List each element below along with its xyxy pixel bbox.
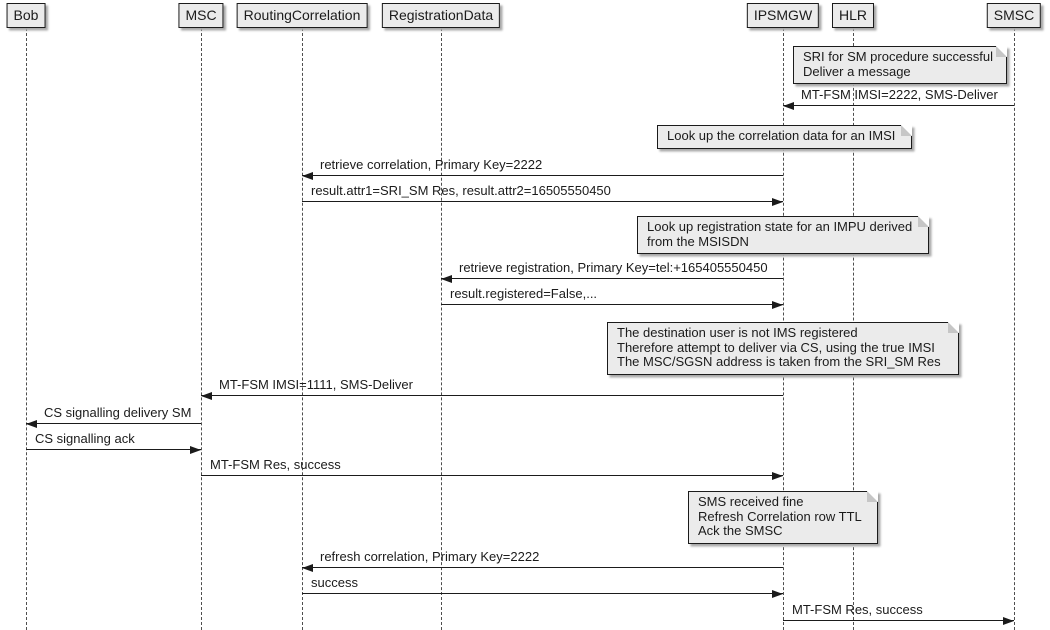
message-line xyxy=(201,395,783,396)
note-text-line: Deliver a message xyxy=(803,63,911,79)
note-text-line: from the MSISDN xyxy=(647,233,749,249)
message-label: result.attr1=SRI_SM Res, result.attr2=16… xyxy=(311,183,611,198)
note: The destination user is not IMS register… xyxy=(607,322,959,375)
note: Look up registration state for an IMPU d… xyxy=(637,216,929,254)
message-label: MT-FSM IMSI=2222, SMS-Deliver xyxy=(801,87,998,102)
message-label: CS signalling delivery SM xyxy=(44,405,192,420)
participant-label: IPSMGW xyxy=(753,7,813,23)
participant-label: SMSC xyxy=(993,7,1035,23)
arrowhead-icon xyxy=(783,101,794,110)
lifeline-registrationdata xyxy=(441,28,442,630)
arrowhead-icon xyxy=(772,471,783,480)
lifeline-routingcorrelation xyxy=(302,28,303,630)
participant-msc: MSC xyxy=(178,3,224,28)
arrowhead-icon xyxy=(772,300,783,309)
arrowhead-icon xyxy=(201,391,212,400)
note-fold-icon xyxy=(948,322,959,333)
arrowhead-icon xyxy=(441,274,452,283)
participant-smsc: SMSC xyxy=(986,3,1042,28)
message-line xyxy=(783,620,1014,621)
message-line xyxy=(441,278,783,279)
message-line xyxy=(302,593,783,594)
note-text-line: The destination user is not IMS register… xyxy=(617,325,858,340)
arrowhead-icon xyxy=(302,171,313,180)
participant-routingcorrelation: RoutingCorrelation xyxy=(236,3,368,28)
message-line xyxy=(441,304,783,305)
message-line xyxy=(302,201,783,202)
participant-label: RegistrationData xyxy=(388,7,494,23)
message-line xyxy=(26,449,201,450)
participant-ipsmgw: IPSMGW xyxy=(746,3,820,28)
message-label: MT-FSM Res, success xyxy=(210,457,341,472)
message-label: retrieve correlation, Primary Key=2222 xyxy=(320,157,543,172)
note-fold-icon xyxy=(996,46,1007,57)
arrowhead-icon xyxy=(1003,616,1014,625)
note-text-line: SRI for SM procedure successful xyxy=(803,49,994,64)
lifeline-smsc xyxy=(1014,28,1015,630)
message-label: result.registered=False,... xyxy=(450,286,598,301)
participant-label: MSC xyxy=(185,7,217,23)
lifeline-bob xyxy=(26,28,27,630)
arrowhead-icon xyxy=(190,445,201,454)
message-line xyxy=(302,175,783,176)
arrowhead-icon xyxy=(772,589,783,598)
arrowhead-icon xyxy=(302,563,313,572)
message-label: refresh correlation, Primary Key=2222 xyxy=(320,549,540,564)
message-label: MT-FSM Res, success xyxy=(792,602,923,617)
note-fold-icon xyxy=(867,491,878,502)
note-text-line: Refresh Correlation row TTL xyxy=(698,508,862,524)
message-label: MT-FSM IMSI=1111, SMS-Deliver xyxy=(219,377,413,392)
participant-bob: Bob xyxy=(6,3,46,28)
note: Look up the correlation data for an IMSI xyxy=(657,125,912,149)
message-label: success xyxy=(311,575,358,590)
note-text-line: Look up registration state for an IMPU d… xyxy=(647,219,913,234)
participant-label: HLR xyxy=(838,7,868,23)
note-text-line: SMS received fine xyxy=(698,494,804,509)
message-line xyxy=(302,567,783,568)
note-text-line: Therefore attempt to deliver via CS, usi… xyxy=(617,339,935,355)
note-text-line: Ack the SMSC xyxy=(698,523,783,538)
lifeline-msc xyxy=(201,28,202,630)
participant-registrationdata: RegistrationData xyxy=(381,3,501,28)
arrowhead-icon xyxy=(26,419,37,428)
message-line xyxy=(26,423,201,424)
message-line xyxy=(783,105,1014,106)
arrowhead-icon xyxy=(772,197,783,206)
message-label: CS signalling ack xyxy=(35,431,135,446)
note-fold-icon xyxy=(918,216,929,227)
note-fold-icon xyxy=(901,125,912,136)
participant-label: RoutingCorrelation xyxy=(243,7,361,23)
message-line xyxy=(201,475,783,476)
participant-hlr: HLR xyxy=(831,3,875,28)
message-label: retrieve registration, Primary Key=tel:+… xyxy=(459,260,768,275)
participant-label: Bob xyxy=(13,7,39,23)
note-text-line: The MSC/SGSN address is taken from the S… xyxy=(617,354,941,369)
note-text-line: Look up the correlation data for an IMSI xyxy=(667,128,896,143)
